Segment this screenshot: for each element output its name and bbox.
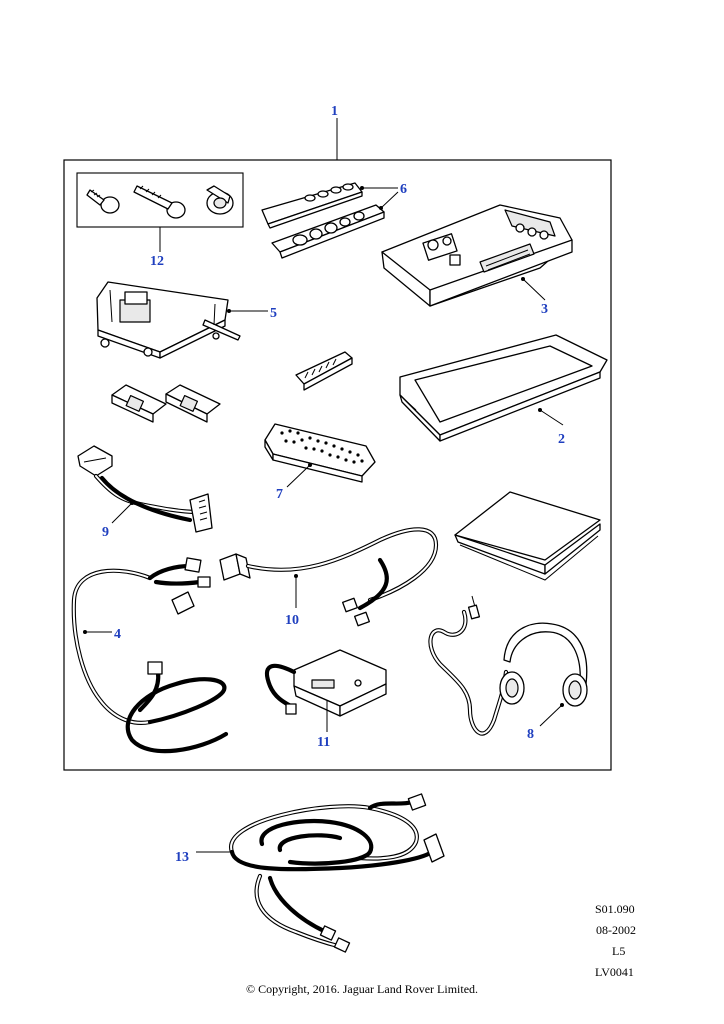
callout-13[interactable]: 13 [175,850,189,865]
rivet-nut [206,185,234,215]
callout-12[interactable]: 12 [150,254,164,269]
part-10-video-harness[interactable] [219,527,439,627]
illustration-code: S01.090 [595,902,635,916]
leader-7 [286,464,311,488]
part-8-headphones[interactable] [428,595,588,736]
callout-7[interactable]: 7 [276,487,283,502]
illustration-reference: LV0041 [595,965,634,979]
callout-10[interactable]: 10 [285,613,299,628]
bolt-short [86,189,120,214]
part-7-remote-control[interactable] [264,423,376,483]
leader-9 [111,502,133,524]
callout-8[interactable]: 8 [527,727,534,742]
part-13-rear-harness[interactable] [229,793,445,953]
part-9-short-harness[interactable] [77,445,213,533]
callout-9[interactable]: 9 [102,525,109,540]
part-connector-blocks [111,384,221,423]
callout-5[interactable]: 5 [270,306,277,321]
callout-6[interactable]: 6 [400,182,407,197]
illustration-date: 08-2002 [596,923,636,937]
part-3-overhead-console[interactable] [381,204,573,307]
bolt-long [133,185,186,219]
leader-2 [539,409,564,426]
callout-1[interactable]: 1 [331,104,338,119]
callout-2[interactable]: 2 [558,432,565,447]
part-connector-plug [295,351,353,391]
part-12-fasteners[interactable] [76,172,244,228]
part-owner-literature [454,491,601,581]
leader-6 [362,187,399,209]
leader-8 [539,704,563,727]
illustration-variant: L5 [612,944,626,958]
callout-3[interactable]: 3 [541,302,548,317]
part-5-mounting-bracket[interactable] [96,281,241,359]
callout-4[interactable]: 4 [114,627,121,642]
leader-3 [522,278,546,301]
part-6-control-bezels[interactable] [261,182,385,259]
part-2-trim-surround[interactable] [399,334,608,442]
part-11-receiver-module[interactable] [264,649,387,717]
copyright-notice: © Copyright, 2016. Jaguar Land Rover Lim… [245,982,479,996]
callout-11[interactable]: 11 [317,735,330,750]
part-4-main-harness[interactable] [71,557,229,754]
